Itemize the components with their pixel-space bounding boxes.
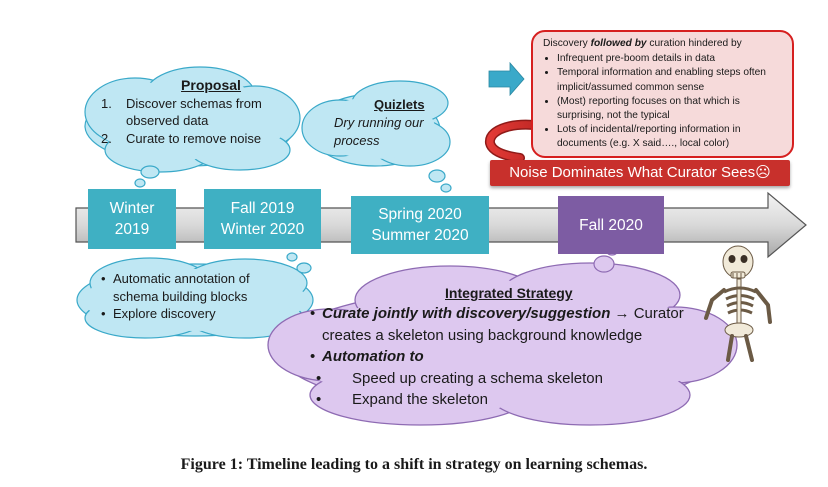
list-item: Lots of incidental/reporting information… xyxy=(557,123,784,151)
list-text: schema building blocks xyxy=(113,288,248,304)
timeline-label: Fall 2019 xyxy=(230,200,295,217)
timeline-label: Winter xyxy=(109,200,155,217)
intro-text: Discovery xyxy=(543,38,591,49)
emphasis-text: Automation to xyxy=(322,348,424,365)
right-arrow-icon xyxy=(488,61,525,97)
quizlets-line: process xyxy=(334,133,380,148)
quizlets-line: Dry running our xyxy=(334,115,424,130)
annotation-cloud-tail xyxy=(286,252,312,274)
bullet: • xyxy=(310,305,316,322)
annotation-item-1: • Automatic annotation of xyxy=(101,270,301,288)
timeline-label: 2019 xyxy=(114,221,150,238)
list-text: Explore discovery xyxy=(113,306,216,321)
discovery-box: Discovery followed by curation hindered … xyxy=(531,30,794,158)
proposal-item-1: 1. Discover schemas from xyxy=(101,95,291,113)
integrated-item-1: • Curate jointly with discovery/suggesti… xyxy=(310,303,710,325)
emphasis-text: Curate jointly with discovery/suggestion xyxy=(322,305,611,322)
integrated-strategy-text: Integrated Strategy • Curate jointly wit… xyxy=(310,284,710,411)
figure-caption: Figure 1: Timeline leading to a shift in… xyxy=(180,456,648,473)
integrated-title: Integrated Strategy xyxy=(445,285,573,301)
list-text: → Curator xyxy=(610,305,684,322)
timeline-label: Fall 2020 xyxy=(579,216,643,234)
discovery-intro: Discovery followed by curation hindered … xyxy=(543,37,784,51)
proposal-item-1-cont: observed data xyxy=(126,113,209,128)
proposal-item-2: 2. Curate to remove noise xyxy=(101,130,291,148)
bullet: • xyxy=(101,306,106,321)
annotation-item-2: • Explore discovery xyxy=(101,305,301,323)
bullet: • xyxy=(316,369,322,387)
integrated-item-2: • Automation to xyxy=(310,346,710,368)
bullet: • xyxy=(310,348,316,365)
list-text: Curate to remove noise xyxy=(126,130,262,146)
discovery-list: Infrequent pre-boom details in data Temp… xyxy=(543,52,784,151)
list-text: Curate jointly with discovery/suggestion… xyxy=(322,303,684,325)
quizlets-text: Quizlets Dry running our process xyxy=(334,96,454,150)
timeline-label: Summer 2020 xyxy=(371,227,469,244)
list-number: 2. xyxy=(101,130,112,146)
list-text: Expand the skeleton xyxy=(352,391,488,408)
bullet: • xyxy=(101,271,106,286)
timeline-box-winter-2019: Winter 2019 xyxy=(88,189,176,249)
emphasis-text: followed by xyxy=(590,38,647,49)
timeline-label: Spring 2020 xyxy=(378,206,462,223)
list-item: (Most) reporting focuses on that which i… xyxy=(557,95,784,123)
proposal-text: Proposal 1. Discover schemas from observ… xyxy=(101,77,291,147)
intro-text: curation hindered by xyxy=(646,38,742,49)
list-text: Discover schemas from xyxy=(126,95,262,111)
list-number: 1. xyxy=(101,95,112,111)
list-text: creates a skeleton using background know… xyxy=(322,326,643,344)
timeline-box-fall-2019: Fall 2019 Winter 2020 xyxy=(204,189,321,249)
integrated-subitem-1: • Speed up creating a schema skeleton xyxy=(310,368,710,390)
timeline-box-fall-2020: Fall 2020 xyxy=(558,196,664,254)
quizlets-cloud-tail xyxy=(428,169,452,193)
timeline-box-spring-2020: Spring 2020 Summer 2020 xyxy=(351,196,489,254)
skeleton-icon xyxy=(704,245,772,362)
annotation-text: • Automatic annotation of schema buildin… xyxy=(101,270,301,323)
list-item: Temporal information and enabling steps … xyxy=(557,66,784,94)
list-text: Automatic annotation of xyxy=(113,271,250,286)
list-item: Infrequent pre-boom details in data xyxy=(557,52,784,66)
proposal-title: Proposal xyxy=(181,77,241,93)
proposal-cloud-tail xyxy=(134,165,160,188)
quizlets-title: Quizlets xyxy=(374,97,425,112)
timeline-label: Winter 2020 xyxy=(220,221,305,238)
list-text: Speed up creating a schema skeleton xyxy=(352,369,603,387)
integrated-subitem-2: • Expand the skeleton xyxy=(310,389,710,411)
bullet: • xyxy=(316,391,322,408)
noise-banner: Noise Dominates What Curator Sees☹ xyxy=(490,160,790,186)
